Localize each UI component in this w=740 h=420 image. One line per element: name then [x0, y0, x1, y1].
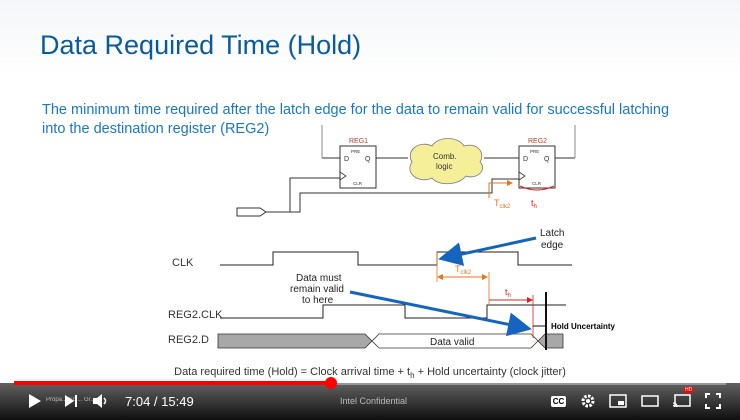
- signal-label-clk: CLK: [172, 257, 194, 269]
- reg2d-waveform: Data valid: [217, 333, 564, 349]
- signal-label-reg2clk: REG2.CLK: [168, 309, 223, 321]
- progress-bar[interactable]: [14, 377, 726, 389]
- cast-button[interactable]: HD: [672, 387, 694, 411]
- play-button[interactable]: [28, 391, 42, 411]
- svg-text:th: th: [505, 287, 511, 299]
- time-display: 7:04 / 15:49: [125, 394, 194, 409]
- svg-text:Q: Q: [365, 156, 371, 163]
- reg1-label: REG1: [349, 138, 368, 145]
- svg-text:CLR: CLR: [532, 181, 542, 186]
- svg-text:remain valid: remain valid: [290, 284, 344, 295]
- tclk2-timing-marker: Tclk2: [436, 252, 490, 305]
- data-valid-label: Data valid: [430, 337, 474, 348]
- progress-fill: [14, 381, 331, 385]
- data-must-remain-annotation: Data must remain valid to here: [290, 273, 532, 337]
- signal-label-reg2d: REG2.D: [168, 334, 209, 346]
- svg-text:Tclk2: Tclk2: [494, 198, 511, 210]
- cast-icon: [672, 394, 691, 408]
- slide: Data Required Time (Hold) The minimum ti…: [0, 0, 740, 383]
- slide-title: Data Required Time (Hold): [40, 30, 362, 60]
- svg-text:th: th: [531, 198, 537, 210]
- video-controls-bar: Propa... Sol... Gr... 7:04 / 15:49 Intel…: [0, 377, 740, 420]
- latch-edge-annotation: Latch edge: [438, 228, 564, 266]
- hd-badge: HD: [684, 387, 694, 393]
- reg2clk-waveform: [220, 304, 566, 319]
- svg-text:Tclk2: Tclk2: [455, 264, 472, 276]
- volume-button[interactable]: [92, 391, 110, 411]
- fullscreen-button[interactable]: [705, 391, 721, 411]
- captions-button[interactable]: CC: [551, 396, 566, 407]
- svg-text:PRE: PRE: [351, 149, 360, 154]
- play-icon: [29, 394, 41, 408]
- skip-next-icon: [65, 395, 77, 407]
- fullscreen-icon: [705, 393, 721, 409]
- svg-text:Latch: Latch: [540, 228, 564, 239]
- slide-subtitle: The minimum time required after the latc…: [42, 102, 670, 137]
- gear-icon: [581, 394, 595, 408]
- timing-diagram: REG1 PRE D Q CLR Comb. logic REG2 PRE D …: [168, 125, 616, 350]
- settings-button[interactable]: [580, 391, 596, 411]
- miniplayer-button[interactable]: [609, 391, 627, 411]
- reg1-flipflop: REG1 PRE D Q CLR: [339, 138, 377, 189]
- progress-scrubber-handle[interactable]: [324, 377, 337, 389]
- svg-text:D: D: [523, 156, 528, 163]
- th-timing-marker: th: [489, 287, 534, 338]
- schematic-delay-labels: Tclk2 th: [488, 180, 555, 210]
- svg-text:PRE: PRE: [530, 149, 539, 154]
- next-button[interactable]: [64, 391, 78, 411]
- svg-text:D: D: [344, 156, 349, 163]
- svg-text:edge: edge: [541, 240, 564, 251]
- volume-icon: [93, 394, 107, 408]
- svg-text:Data must: Data must: [296, 273, 342, 284]
- clk-waveform: [220, 251, 572, 266]
- svg-text:Q: Q: [544, 156, 550, 163]
- theater-mode-button[interactable]: [641, 391, 659, 411]
- svg-text:CLR: CLR: [353, 181, 363, 186]
- hold-uncertainty-marker: Hold Uncertainty: [533, 292, 616, 350]
- svg-text:Comb.: Comb.: [433, 152, 457, 161]
- video-watermark: Intel Confidential: [340, 396, 408, 406]
- hold-uncertainty-label: Hold Uncertainty: [551, 322, 616, 331]
- formula-text: Data required time (Hold) = Clock arriva…: [174, 366, 566, 381]
- theater-icon: [641, 395, 659, 407]
- svg-text:logic: logic: [436, 162, 452, 171]
- svg-text:to here: to here: [302, 295, 334, 306]
- schematic-wires: [236, 125, 576, 217]
- reg2-flipflop: REG2 PRE D Q CLR: [518, 138, 556, 189]
- miniplayer-icon: [609, 394, 627, 408]
- reg2-label: REG2: [528, 138, 547, 145]
- comb-logic-cloud: Comb. logic: [409, 138, 483, 185]
